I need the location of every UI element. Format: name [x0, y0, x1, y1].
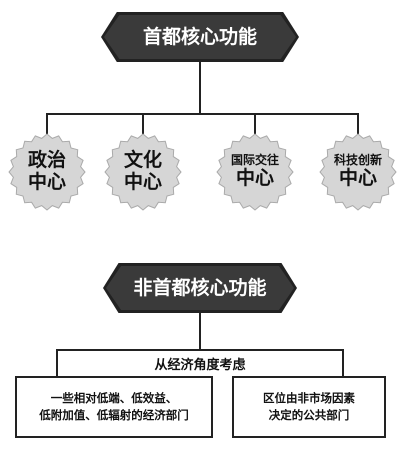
left-box-line-2: 低附加值、低辐射的经济部门	[39, 408, 189, 422]
bottom-vertical-connector	[199, 310, 201, 350]
node-cultural-center: 文化 中心	[104, 133, 182, 211]
gear-badge-icon	[8, 133, 86, 211]
node-international-exchange-center: 国际交往 中心	[216, 133, 294, 211]
top-vertical-connector	[199, 59, 201, 114]
bottom-horizontal-connector	[56, 349, 344, 351]
node-label-bottom: 中心	[235, 166, 274, 189]
gear-badge-icon	[319, 133, 397, 211]
node-connector-2	[142, 113, 144, 139]
right-box-line-2: 决定的公共部门	[268, 408, 350, 422]
left-box-line-1: 一些相对低端、低效益、	[50, 390, 178, 405]
bottom-banner-title: 非首都核心功能	[133, 277, 267, 299]
top-banner: 首都核心功能	[104, 15, 296, 59]
node-tech-innovation-center: 科技创新 中心	[319, 133, 397, 211]
node-connector-3	[254, 113, 256, 139]
right-box-line-1: 区位由非市场因素	[263, 390, 355, 405]
top-horizontal-connector	[46, 113, 359, 115]
left-box-connector	[56, 349, 58, 377]
node-label-bottom: 中心	[338, 166, 377, 189]
top-banner-title: 首都核心功能	[142, 26, 257, 48]
node-label-top: 政治	[27, 149, 66, 172]
node-connector-1	[46, 113, 48, 139]
node-label-top: 文化	[123, 149, 162, 172]
right-category-box: 区位由非市场因素 决定的公共部门	[232, 376, 386, 438]
node-label-top: 国际交往	[230, 153, 279, 168]
node-label-bottom: 中心	[27, 171, 66, 193]
gear-badge-icon	[216, 133, 294, 211]
node-label-top: 科技创新	[333, 153, 382, 168]
left-category-box: 一些相对低端、低效益、 低附加值、低辐射的经济部门	[15, 376, 213, 438]
gear-badge-icon	[104, 133, 182, 211]
node-connector-4	[357, 113, 359, 139]
right-box-connector	[342, 349, 344, 377]
economic-perspective-label: 从经济角度考虑	[154, 358, 246, 373]
bottom-banner: 非首都核心功能	[106, 266, 294, 310]
node-political-center: 政治 中心	[8, 133, 86, 211]
node-label-bottom: 中心	[123, 171, 162, 193]
